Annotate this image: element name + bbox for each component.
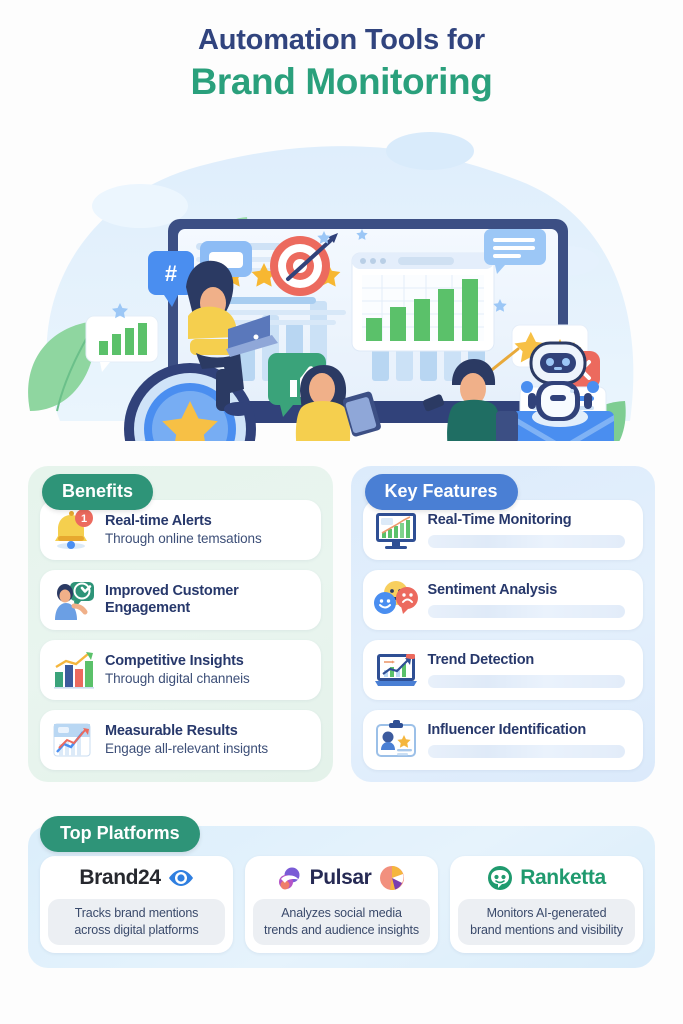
platform-desc-line1: Tracks brand mentions: [74, 906, 199, 920]
benefit-title-line2: Engagement: [105, 600, 191, 616]
feature-item-sentiment-analysis[interactable]: Sentiment Analysis: [362, 570, 643, 630]
person-with-phone: [422, 358, 518, 441]
sparkle-icons: [112, 228, 507, 318]
pulsar-swirl-icon: [278, 867, 300, 890]
benefit-subtitle: Through online temsations: [105, 530, 262, 546]
ranketta-robot-icon: [488, 866, 513, 890]
laptop-trend-icon: [374, 654, 417, 686]
platform-desc-line1: Analyzes social media: [281, 906, 402, 920]
key-features-panel: Key Features Real-Time Monitoring: [350, 466, 655, 782]
platform-name: Ranketta: [520, 866, 606, 889]
platform-desc-line1: Monitors AI-generated: [486, 906, 607, 920]
svg-text:#: #: [165, 261, 177, 286]
benefit-title: Improved Customer: [105, 582, 239, 599]
benefit-item-measurable-results[interactable]: Measurable Results Engage all-relevant i…: [40, 710, 321, 770]
alert-count-badge: 1: [81, 513, 87, 525]
platform-card-brand24[interactable]: Brand24 Tracks brand mentions across dig…: [40, 856, 233, 953]
benefits-panel: Benefits 1 Real-time Alerts Through onli…: [28, 466, 333, 782]
customer-chat-icon: [55, 582, 94, 620]
feature-placeholder-bar: [427, 604, 625, 618]
platform-description: Monitors AI-generated brand mentions and…: [458, 899, 635, 945]
platform-desc-line2: across digital platforms: [74, 922, 199, 937]
benefit-subtitle: Through digital channeis: [105, 670, 250, 686]
key-features-badge: Key Features: [364, 474, 518, 510]
benefit-subtitle: Engage all-relevant insignts: [105, 740, 269, 756]
benefit-title: Competitive Insights: [105, 652, 244, 669]
results-chart-icon: [53, 723, 91, 757]
bar-chart-growth-icon: [54, 652, 94, 689]
platform-card-ranketta[interactable]: Ranketta Monitors AI-generated brand men…: [450, 856, 643, 953]
benefit-title: Measurable Results: [105, 722, 238, 739]
id-badge-icon: [375, 720, 416, 757]
person-with-tablet: [295, 364, 381, 441]
platform-description: Analyzes social media trends and audienc…: [253, 899, 430, 945]
top-platforms-badge: Top Platforms: [40, 816, 200, 852]
sentiment-faces-icon: [373, 581, 418, 614]
benefit-item-real-time-alerts[interactable]: 1 Real-time Alerts Through online temsat…: [40, 500, 321, 560]
feature-item-influencer-identification[interactable]: Influencer Identification: [362, 710, 643, 770]
feature-placeholder-bar: [427, 674, 625, 688]
title-line-1: Automation Tools for: [197, 24, 486, 56]
bell-icon: 1: [55, 509, 93, 549]
feature-title: Sentiment Analysis: [427, 582, 558, 599]
feature-item-trend-detection[interactable]: Trend Detection: [362, 640, 643, 700]
laptop-icon: [226, 314, 278, 357]
feature-title: Influencer Identification: [427, 722, 587, 739]
monitor-chart-icon: [375, 513, 416, 549]
platform-name: Brand24: [79, 866, 161, 889]
robot-mascot: [521, 341, 599, 427]
eye-icon: [168, 870, 193, 886]
hashtag-bubble: #: [148, 250, 194, 307]
platform-description: Tracks brand mentions across digital pla…: [48, 899, 225, 945]
title-line-2: Brand Monitoring: [190, 61, 493, 103]
page-title: Automation Tools for Brand Monitoring: [0, 0, 683, 105]
benefit-item-competitive-insights[interactable]: Competitive Insights Through digital cha…: [40, 640, 321, 700]
document-bubble: [484, 228, 546, 274]
hero-illustration: #: [0, 111, 683, 441]
platform-card-pulsar[interactable]: Pulsar Analyzes social media trends and …: [245, 856, 438, 953]
benefit-item-improved-customer-engagement[interactable]: Improved Customer Engagement: [40, 570, 321, 630]
platform-desc-line2: trends and audience insights: [264, 922, 419, 937]
benefits-badge: Benefits: [42, 474, 154, 510]
browser-window-chart: [351, 252, 495, 352]
pie-chart-icon: [380, 866, 405, 890]
feature-title: Real-Time Monitoring: [427, 512, 572, 529]
panels-row: Benefits 1 Real-time Alerts Through onli…: [0, 466, 683, 782]
feature-placeholder-bar: [427, 534, 625, 548]
platform-name: Pulsar: [309, 866, 372, 889]
person-on-laptop: [186, 260, 278, 416]
feature-placeholder-bar: [427, 744, 625, 758]
top-platforms-panel: Top Platforms Brand24 Tracks brand menti…: [28, 816, 655, 968]
platform-desc-line2: brand mentions and visibility: [470, 922, 623, 937]
benefit-title: Real-time Alerts: [105, 512, 212, 529]
feature-item-real-time-monitoring[interactable]: Real-Time Monitoring: [362, 500, 643, 560]
target-with-arrow: [270, 232, 338, 296]
feature-title: Trend Detection: [427, 652, 535, 669]
